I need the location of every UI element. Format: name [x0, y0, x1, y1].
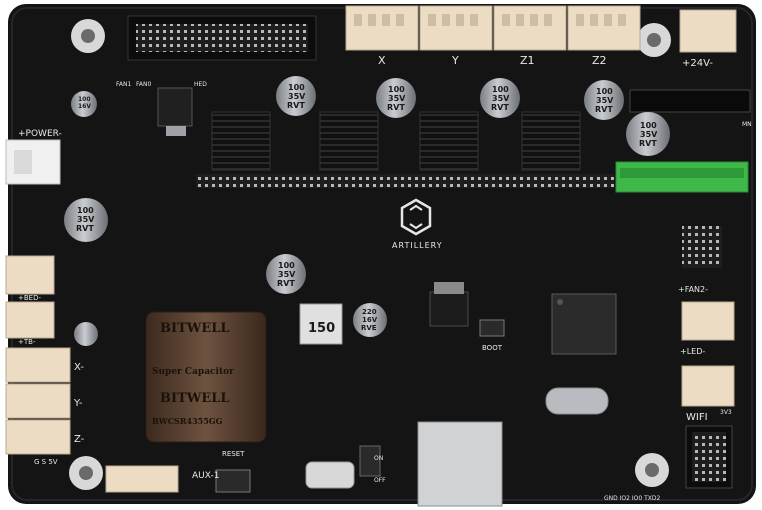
- driver-capacitors: [276, 76, 624, 120]
- label-3v3: 3V3: [720, 409, 732, 416]
- artillery-logo: [400, 198, 432, 236]
- label-y: Y: [451, 54, 459, 67]
- cap-text-1b: 35V: [288, 92, 306, 101]
- label-fan2: +FAN2-: [678, 285, 708, 294]
- driver-heatsinks: [211, 111, 581, 171]
- label-led: +LED-: [680, 347, 705, 356]
- cap-text-8b: 35V: [278, 270, 296, 279]
- label-aux1: AUX-1: [192, 471, 219, 481]
- inductor-label: 150: [308, 321, 335, 336]
- label-z2: Z2: [592, 54, 607, 67]
- mcu-chip: [551, 293, 617, 355]
- label-tb: +TB-: [18, 338, 36, 346]
- cap-text-3b: 35V: [492, 94, 510, 103]
- label-x-minus: X-: [74, 362, 84, 373]
- label-z-minus: Z-: [74, 434, 85, 445]
- label-24v: +24V-: [682, 58, 713, 69]
- label-x: X: [378, 54, 386, 67]
- cap-text-9b: 16V: [362, 316, 378, 324]
- cap-text-4a: 100: [596, 87, 613, 96]
- cap-text-3c: RVT: [491, 103, 509, 112]
- cap-text-7b: 35V: [77, 215, 95, 224]
- cap-text-2a: 100: [388, 85, 405, 94]
- brand-text: ARTILLERY: [392, 241, 443, 250]
- crystal: [545, 387, 609, 415]
- motor-connectors: [345, 5, 737, 53]
- label-wifi: WIFI: [686, 412, 708, 423]
- label-y-minus: Y-: [73, 398, 83, 409]
- usb-c-port: [305, 461, 355, 489]
- label-boot: BOOT: [482, 344, 503, 352]
- cap-text-5a: 100: [640, 121, 657, 130]
- mounting-holes: [69, 19, 671, 490]
- pcb-board: [8, 4, 756, 504]
- label-off: OFF: [374, 477, 386, 484]
- cap-text-6a: 100: [78, 96, 91, 103]
- label-power: +POWER-: [18, 129, 62, 139]
- cap-text-1a: 100: [288, 83, 305, 92]
- cap-text-3a: 100: [492, 85, 509, 94]
- label-fan0: FAN0: [136, 81, 151, 88]
- cap-text-2c: RVT: [387, 103, 405, 112]
- label-gnd-io: GND IO2 IO0 TXD2: [604, 495, 660, 502]
- cap-text-5c: RVT: [639, 139, 657, 148]
- label-bed: +BED-: [18, 294, 41, 302]
- label-gsv: G S 5V: [34, 458, 58, 466]
- cap-text-8a: 100: [278, 261, 295, 270]
- sd-card-slot: [417, 421, 503, 507]
- cap-text-9a: 220: [362, 308, 377, 316]
- label-hed: HED: [194, 81, 207, 88]
- cap-text-1c: RVT: [287, 101, 305, 110]
- cap-text-9c: RVE: [361, 324, 377, 332]
- supercap-brand: BITWELL: [160, 321, 230, 336]
- cap-text-5b: 35V: [640, 130, 658, 139]
- cap-text-8c: RVT: [277, 279, 295, 288]
- supercap-brand-2: BITWELL: [160, 391, 230, 406]
- super-capacitor: [145, 311, 267, 443]
- cap-text-7c: RVT: [76, 224, 94, 233]
- reset-button: [215, 469, 251, 493]
- label-z1: Z1: [520, 54, 535, 67]
- supercap-label: Super Capacitor: [152, 367, 234, 377]
- label-mn: MN: [742, 121, 752, 128]
- label-fan1: FAN1: [116, 81, 131, 88]
- supercap-model: BWCSR4355GG: [152, 416, 223, 426]
- left-connectors: [5, 255, 71, 455]
- pin-header-row: [196, 174, 614, 188]
- label-reset: RESET: [222, 450, 245, 458]
- cap-text-7a: 100: [77, 206, 94, 215]
- cap-text-6b: 16V: [78, 103, 91, 110]
- cap-text-4c: RVT: [595, 105, 613, 114]
- cap-text-4b: 35V: [596, 96, 614, 105]
- cap-text-2b: 35V: [388, 94, 406, 103]
- label-on: ON: [374, 455, 383, 462]
